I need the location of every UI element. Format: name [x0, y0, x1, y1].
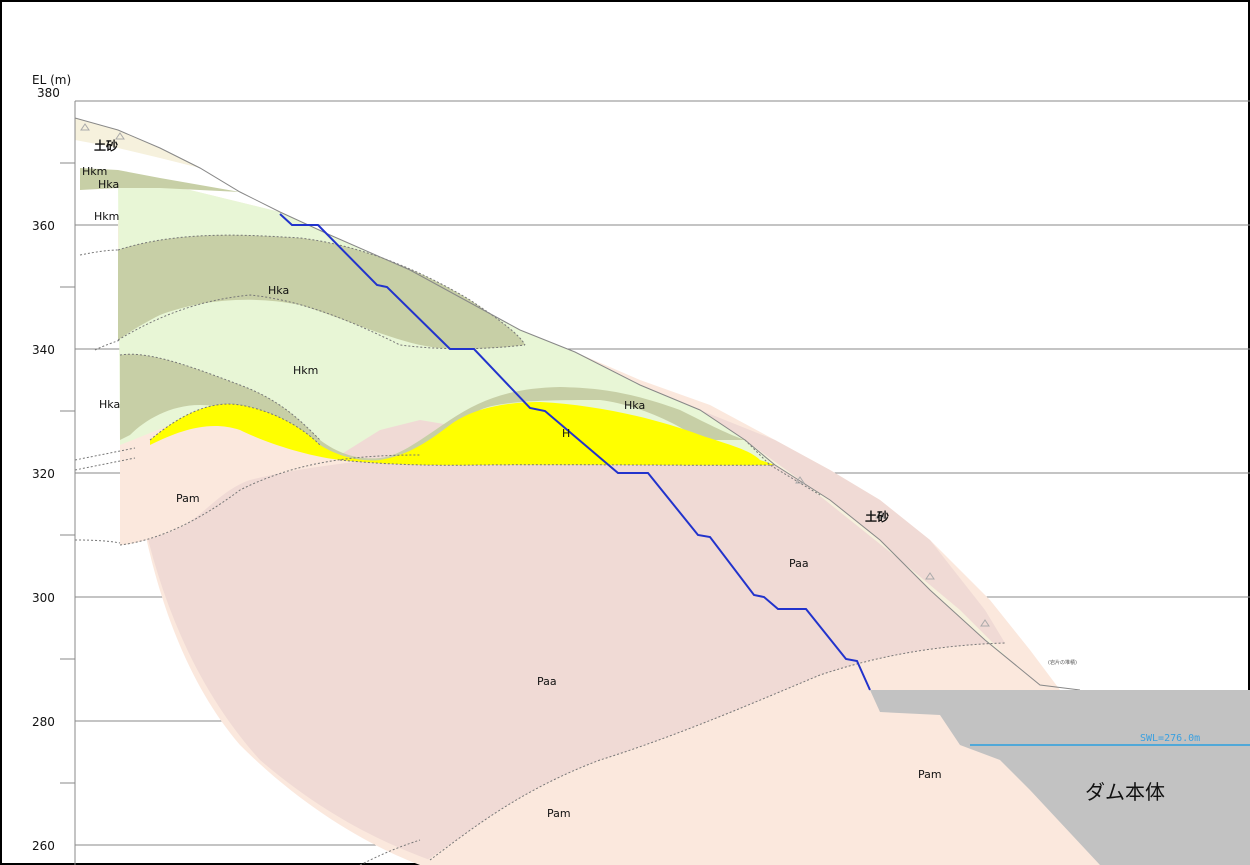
- label-paa-center: Paa: [537, 675, 557, 688]
- label-paa-right: Paa: [789, 557, 809, 570]
- label-hka-main: Hka: [268, 284, 289, 297]
- label-pam-bottom: Pam: [547, 807, 571, 820]
- h-layer: [150, 402, 775, 466]
- label-pam-left: Pam: [176, 492, 200, 505]
- axis-tick-300: 300: [32, 591, 55, 605]
- ground-surface: [74, 117, 1081, 691]
- axis-tick-340: 340: [32, 343, 55, 357]
- axis-tick-380: 380: [37, 86, 60, 100]
- paa-layer: [120, 345, 1005, 860]
- label-hkm-2: Hkm: [94, 210, 119, 223]
- label-hka-right: Hka: [624, 399, 645, 412]
- label-soil-top: 土砂: [94, 138, 118, 153]
- layer-boundaries: [74, 234, 1006, 865]
- small-note: (岩片の堆積): [1048, 659, 1077, 666]
- soil-wedge-left: [75, 118, 200, 168]
- dam-label: ダム本体: [1085, 780, 1165, 804]
- label-hka-1: Hka: [98, 178, 119, 191]
- hka-top-band: [80, 168, 240, 192]
- label-hkm-1: Hkm: [82, 165, 107, 178]
- dam-body: [870, 690, 1250, 865]
- hka-upper-band: [118, 235, 525, 349]
- axis-tick-320: 320: [32, 467, 55, 481]
- soil-triangles: [80, 123, 990, 627]
- water-level-label: SWL=276.0m: [1140, 733, 1200, 744]
- label-hka-left: Hka: [99, 398, 120, 411]
- axis-tick-260: 260: [32, 839, 55, 853]
- axis-minor-ticks: [60, 162, 75, 784]
- label-soil-right: 土砂: [865, 509, 889, 524]
- label-hkm-mid: Hkm: [293, 364, 318, 377]
- label-h: H: [562, 427, 570, 440]
- axis-tick-280: 280: [32, 715, 55, 729]
- axis-unit-label: EL (m): [32, 73, 71, 87]
- axis-tick-360: 360: [32, 219, 55, 233]
- label-pam-right: Pam: [918, 768, 942, 781]
- slip-surface-line: [279, 213, 871, 691]
